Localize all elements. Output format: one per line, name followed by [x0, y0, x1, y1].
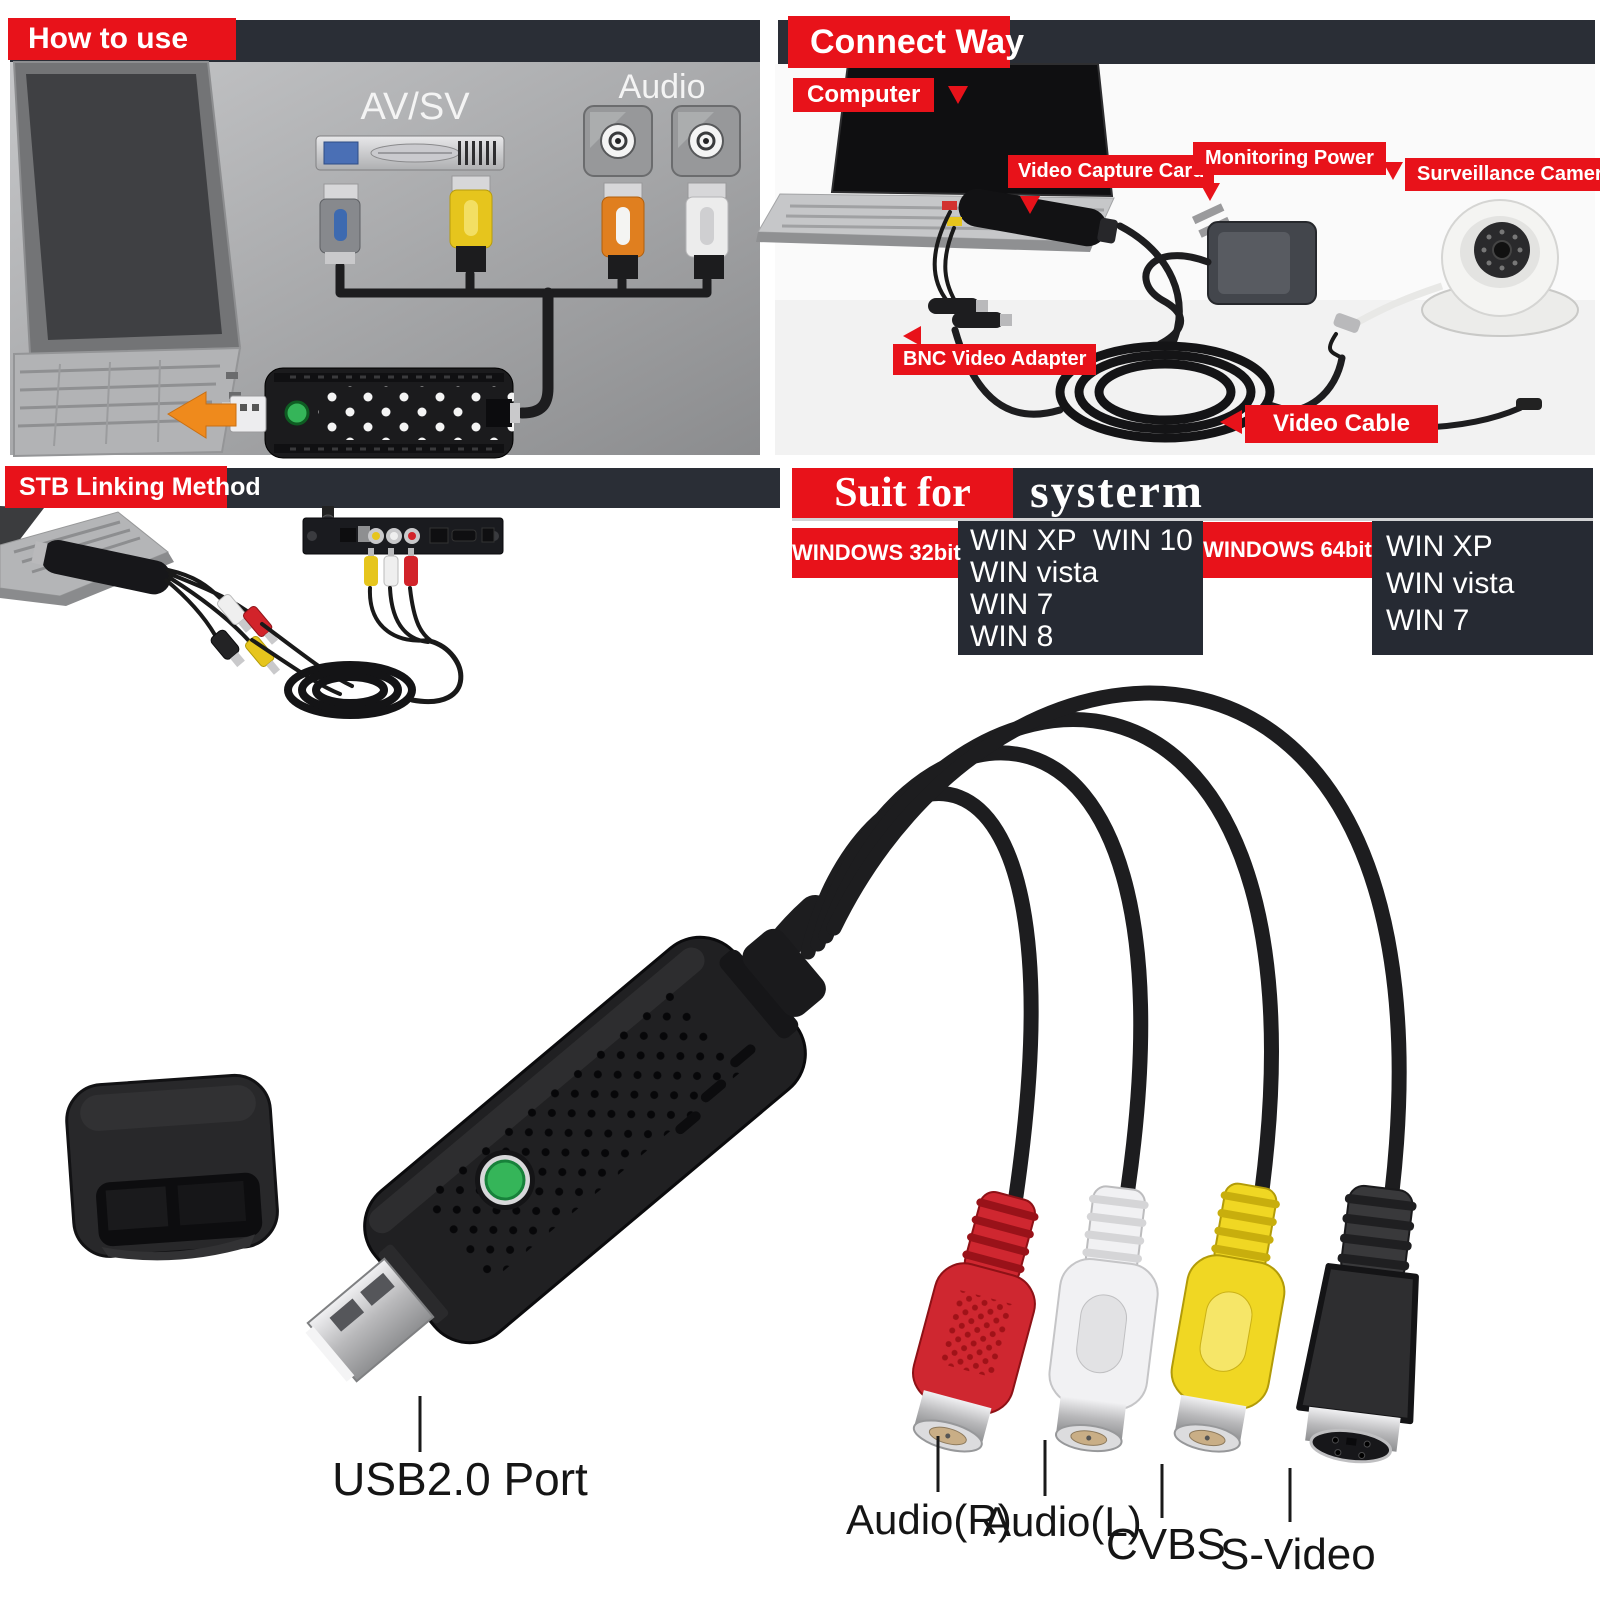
computer-callout: Computer: [793, 78, 935, 112]
suit-for-title-rest: systerm: [1030, 465, 1204, 518]
audio-connector-white-rca: [685, 182, 729, 279]
win-version: WIN vista: [1386, 567, 1515, 600]
avsv-label: AV/SV: [360, 86, 470, 128]
laptop-illustration: [12, 61, 242, 458]
how-to-use-banner: How to use: [8, 18, 236, 60]
insert-arrow-icon: [167, 391, 237, 439]
label-leader-lines: [418, 1396, 1292, 1522]
win-version: WIN vista: [970, 556, 1099, 589]
dvd-player-illustration: [315, 135, 505, 171]
win-version: WIN 7: [970, 588, 1054, 621]
connect-way-banner: Connect Way: [788, 16, 1024, 68]
audio-l-connector: [1048, 1185, 1159, 1453]
audio-jack-plates: [583, 105, 741, 177]
s-video-connector: [1296, 1184, 1419, 1464]
set-top-box-rear: [302, 506, 504, 644]
s-video-label: S-Video: [1220, 1530, 1376, 1579]
computer-callout-arrow-icon: [948, 86, 968, 104]
surveillance-camera-callout-arrow-icon: [1383, 162, 1403, 180]
win-version: WIN 7: [1386, 604, 1470, 637]
surveillance-camera-callout: Surveillance Camera: [1405, 158, 1600, 191]
audio-r-connector: [912, 1191, 1039, 1453]
av-connector-blue-usb: [319, 183, 361, 264]
usb-capture-stick: [305, 928, 826, 1383]
stb-cable-coil: [284, 638, 464, 719]
wiring-bus: [335, 261, 712, 298]
windows-64bit-header: WINDOWS 64bit: [1203, 522, 1372, 578]
win-version: WIN 8: [970, 620, 1054, 653]
stb-capture-stick: [31, 540, 251, 643]
stb-linking-method-banner: STB Linking Method: [5, 466, 261, 508]
cvbs-label: CVBS: [1106, 1520, 1226, 1569]
led-indicator: [284, 400, 310, 426]
audio-connector-orange-rca: [601, 182, 645, 279]
video-cable-callout-arrow-icon: [1220, 410, 1242, 434]
windows-64bit-list: WIN XP WIN vista WIN 7: [1372, 520, 1593, 655]
product-photo: [65, 685, 1419, 1522]
suit-for-separator: [792, 518, 1593, 521]
capture-stick-illustration: [222, 287, 554, 459]
win-version: WIN XP WIN 10: [970, 524, 1193, 557]
bnc-adapter-device: [928, 298, 1012, 328]
power-adapter-device: [1142, 203, 1317, 348]
monitoring-power-callout: Monitoring Power: [1193, 142, 1386, 175]
video-capture-card-callout-arrow-icon: [1020, 196, 1040, 214]
audio-label: Audio: [618, 68, 706, 106]
surveillance-camera-device: [1328, 199, 1579, 360]
windows-32bit-list: WIN XP WIN 10 WIN vista WIN 7 WIN 8: [958, 521, 1203, 655]
how-to-use-photo: [10, 20, 760, 459]
cvbs-connector: [1170, 1182, 1286, 1453]
win-version: WIN XP: [1386, 530, 1493, 563]
audio-r-label: Audio(R): [846, 1496, 1012, 1543]
windows-32bit-header: WINDOWS 32bit: [792, 528, 961, 578]
bnc-video-adapter-callout-arrow-icon: [903, 326, 921, 346]
video-capture-card-callout: Video Capture Card: [1008, 155, 1215, 188]
av-connector-yellow-rca: [449, 175, 493, 272]
breakout-cables: [735, 685, 1407, 1204]
bnc-video-adapter-callout: BNC Video Adapter: [893, 344, 1097, 375]
led-indicator: [484, 1159, 526, 1201]
video-cable-callout: Video Cable: [1245, 405, 1438, 443]
usb-port-label: USB2.0 Port: [332, 1453, 588, 1505]
audio-l-label: Audio(L): [983, 1498, 1142, 1545]
usb-cap: [65, 1073, 279, 1261]
suit-for-title-highlight: Suit for: [792, 468, 1013, 520]
